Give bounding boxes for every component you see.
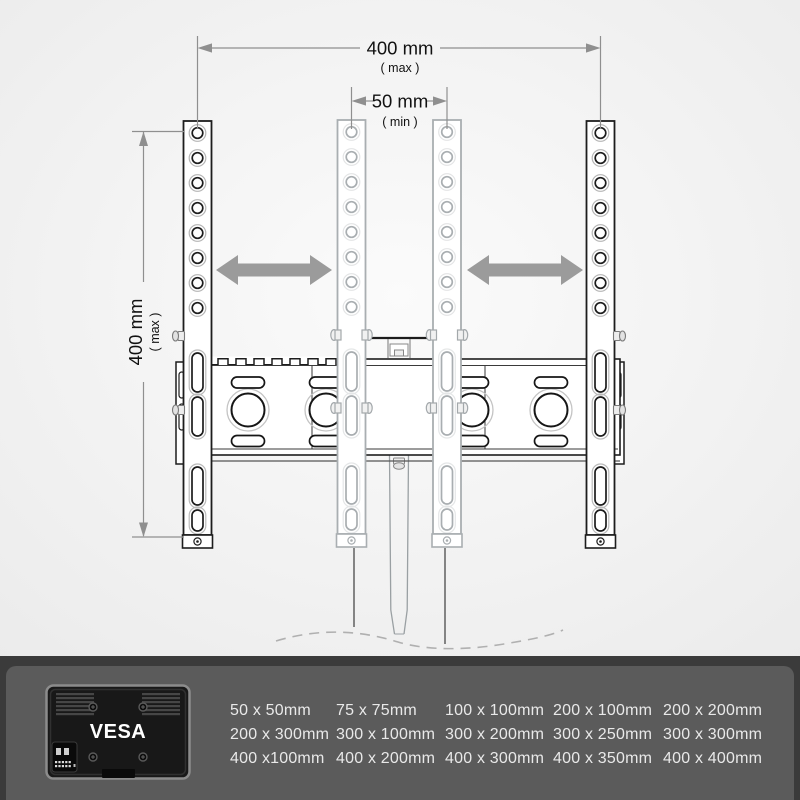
wall-plate xyxy=(189,356,621,462)
dim-gap-min-value: 50 mm xyxy=(372,91,429,112)
dim-width-max-qualifier: ( max ) xyxy=(381,61,420,75)
mount-diagram: 400 mm ( max ) 50 mm ( min ) 400 mm ( ma… xyxy=(0,0,800,656)
break-line xyxy=(275,629,564,650)
dimension-width-max: 400 mm ( max ) xyxy=(196,36,602,129)
vesa-size-item: 75 x 75mm xyxy=(336,702,417,719)
vesa-size-item: 400 x 300mm xyxy=(445,750,545,767)
tv-vent-right-icon xyxy=(142,693,180,716)
vesa-screw-icons xyxy=(88,702,148,762)
vesa-size-grid: 50 x 50mm 75 x 75mm 100 x 100mm 200 x 10… xyxy=(230,699,762,771)
vesa-size-item: 200 x 100mm xyxy=(553,702,653,719)
vesa-size-item: 300 x 250mm xyxy=(553,726,653,743)
slide-arrow-right-icon xyxy=(467,255,583,285)
vesa-size-item: 300 x 200mm xyxy=(445,726,545,743)
vesa-arm-outer-left xyxy=(181,120,214,549)
plate-serrated-edge xyxy=(209,358,343,366)
vesa-size-item: 200 x 300mm xyxy=(230,726,330,743)
tv-ports-icon xyxy=(51,741,78,773)
vesa-size-item: 400 x100mm xyxy=(230,750,325,767)
tv-back-illustration: VESA xyxy=(45,684,191,780)
vesa-size-item: 400 x 350mm xyxy=(553,750,653,767)
tv-vent-left-icon xyxy=(56,693,94,716)
vesa-size-item: 50 x 50mm xyxy=(230,702,311,719)
vesa-size-item: 100 x 100mm xyxy=(445,702,545,719)
dim-gap-min-qualifier: ( min ) xyxy=(382,115,417,129)
vesa-size-item: 200 x 200mm xyxy=(663,702,763,719)
vesa-size-item: 400 x 400mm xyxy=(663,750,763,767)
tv-stand-mount-icon xyxy=(102,769,135,778)
dimension-gap-min: 50 mm ( min ) xyxy=(350,87,448,129)
vesa-label: VESA xyxy=(90,721,146,743)
vesa-panel: VESA 50 x 50mm 75 x 75mm xyxy=(0,656,800,800)
dim-width-max-value: 400 mm xyxy=(367,38,434,59)
dimension-height-max: 400 mm ( max ) xyxy=(125,130,184,538)
vesa-arm-outer-right xyxy=(584,120,617,549)
dim-height-max-qualifier: ( max ) xyxy=(148,313,162,352)
vesa-size-item: 400 x 200mm xyxy=(336,750,436,767)
vesa-size-item: 300 x 300mm xyxy=(663,726,763,743)
diagram-background xyxy=(0,0,800,656)
vesa-size-item: 300 x 100mm xyxy=(336,726,436,743)
dim-height-max-value: 400 mm xyxy=(125,299,146,366)
slide-arrow-left-icon xyxy=(216,255,332,285)
